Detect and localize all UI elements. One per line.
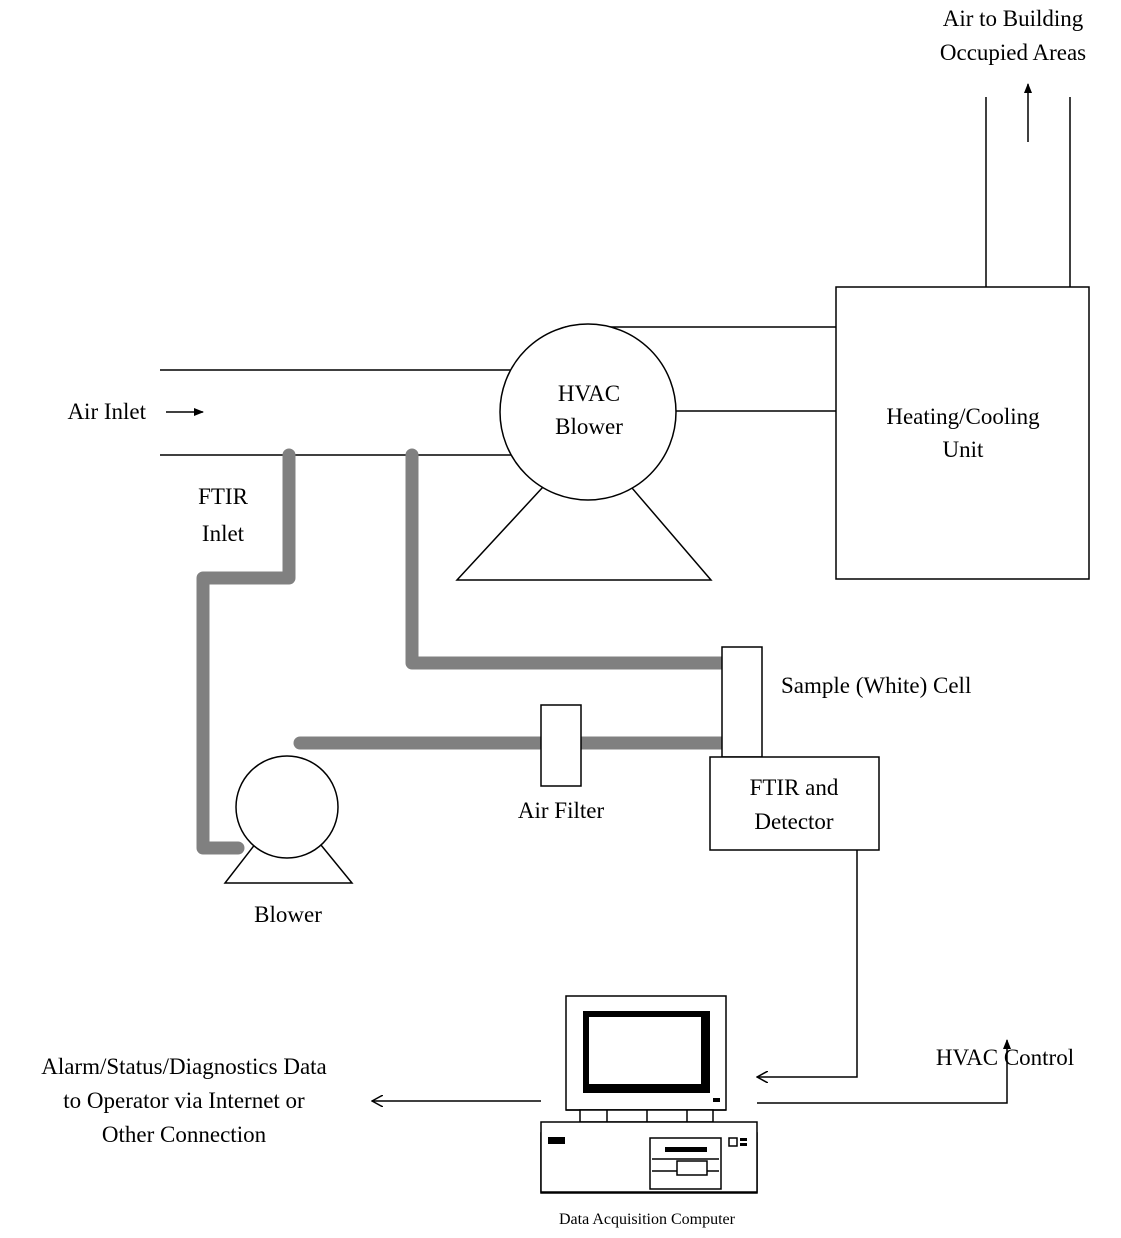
sample-cell-return-pipe	[405, 448, 729, 670]
detector-to-computer-line	[757, 850, 858, 1077]
ftir-inlet-pipe	[196, 448, 296, 855]
sample-cell-label: Sample (White) Cell	[781, 673, 971, 698]
ftir-detector-label-1: FTIR and	[750, 775, 839, 800]
computer-icon	[540, 995, 758, 1194]
floppy-slot	[665, 1147, 707, 1152]
air-to-building-label-1: Air to Building	[943, 6, 1084, 31]
air-filter-label: Air Filter	[518, 798, 605, 823]
hvac-blower-label-2: Blower	[555, 414, 623, 439]
computer-body	[540, 1121, 758, 1193]
ftir-detector	[709, 756, 880, 851]
hvac-blower	[499, 323, 677, 501]
heating-cooling-label-2: Unit	[943, 437, 985, 462]
button-a	[728, 1137, 738, 1147]
ftir-detector-label-2: Detector	[754, 809, 834, 834]
alarm-label-1: Alarm/Status/Diagnostics Data	[41, 1054, 327, 1079]
screen	[589, 1017, 701, 1084]
blower-label: Blower	[254, 902, 322, 927]
exhaust-duct	[985, 83, 1071, 287]
sample-cell	[721, 646, 763, 758]
air-to-building-label-2: Occupied Areas	[940, 40, 1086, 65]
power-indicator	[548, 1137, 565, 1144]
computer-label: Data Acquisition Computer	[559, 1211, 736, 1228]
hvac-control-line	[757, 1039, 1011, 1104]
hvac-blower-label-1: HVAC	[558, 381, 620, 406]
heating-cooling-unit	[835, 286, 1090, 580]
air-filter	[540, 704, 582, 787]
air-inlet-label: Air Inlet	[67, 399, 146, 424]
ftir-inlet-label-2: Inlet	[202, 521, 245, 546]
alarm-label-2: to Operator via Internet or	[63, 1088, 305, 1113]
ftir-inlet-label-1: FTIR	[198, 484, 249, 509]
sample-blower	[235, 755, 339, 859]
hvac-control-label: HVAC Control	[936, 1045, 1074, 1070]
heating-cooling-label-1: Heating/Cooling	[886, 404, 1040, 429]
alarm-label-3: Other Connection	[102, 1122, 267, 1147]
